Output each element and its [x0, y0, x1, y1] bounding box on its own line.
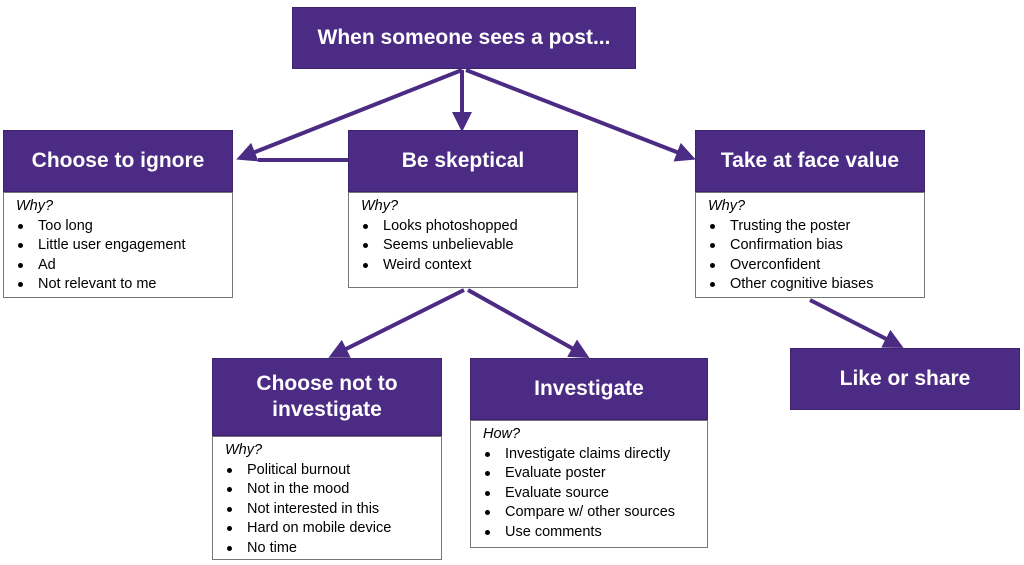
skeptical-header: Be skeptical: [348, 130, 578, 192]
root-node: When someone sees a post...: [292, 7, 636, 69]
ignore-title: Choose to ignore: [31, 149, 205, 172]
investigate-title: Investigate: [534, 377, 644, 400]
list-item: Little user engagement: [16, 236, 224, 256]
list-item: Weird context: [361, 256, 569, 276]
not-investigate-lead: Why?: [225, 442, 263, 458]
investigate-lead: How?: [483, 426, 521, 442]
face-value-lead: Why?: [708, 198, 746, 214]
list-item: Looks photoshopped: [361, 217, 569, 237]
list-item: Political burnout: [225, 461, 433, 481]
list-item: Confirmation bias: [708, 236, 916, 256]
face-value-title: Take at face value: [720, 149, 900, 172]
list-item: Investigate claims directly: [483, 445, 699, 465]
share-node: Like or share: [790, 348, 1020, 410]
not-investigate-title-line1: Choose not to: [256, 372, 398, 395]
skeptical-list: Looks photoshopped Seems unbelievable We…: [361, 217, 569, 276]
ignore-header: Choose to ignore: [3, 130, 233, 192]
investigate-body: How? Investigate claims directly Evaluat…: [470, 420, 708, 548]
not-investigate-header: Choose not to investigate: [212, 358, 442, 436]
investigate-header: Investigate: [470, 358, 708, 420]
list-item: Hard on mobile device: [225, 519, 433, 539]
face-value-list: Trusting the poster Confirmation bias Ov…: [708, 217, 916, 295]
skeptical-lead: Why?: [361, 198, 399, 214]
root-title: When someone sees a post...: [317, 26, 611, 49]
list-item: Other cognitive biases: [708, 275, 916, 295]
list-item: Not relevant to me: [16, 275, 224, 295]
ignore-list: Too long Little user engagement Ad Not r…: [16, 217, 224, 295]
list-item: Use comments: [483, 523, 699, 543]
list-item: Evaluate poster: [483, 464, 699, 484]
list-item: No time: [225, 539, 433, 559]
skeptical-title: Be skeptical: [401, 149, 525, 172]
list-item: Not in the mood: [225, 480, 433, 500]
face-value-body: Why? Trusting the poster Confirmation bi…: [695, 192, 925, 298]
share-title: Like or share: [839, 367, 971, 390]
ignore-body: Why? Too long Little user engagement Ad …: [3, 192, 233, 298]
not-investigate-list: Political burnout Not in the mood Not in…: [225, 461, 433, 559]
list-item: Overconfident: [708, 256, 916, 276]
investigate-list: Investigate claims directly Evaluate pos…: [483, 445, 699, 543]
skeptical-body: Why? Looks photoshopped Seems unbelievab…: [348, 192, 578, 288]
arrow-skeptical-to-investigate: [467, 288, 590, 358]
list-item: Too long: [16, 217, 224, 237]
arrow-skeptical-to-not-investigate: [328, 288, 465, 358]
list-item: Evaluate source: [483, 484, 699, 504]
list-item: Seems unbelievable: [361, 236, 569, 256]
not-investigate-title-line2: investigate: [272, 398, 382, 421]
list-item: Ad: [16, 256, 224, 276]
list-item: Compare w/ other sources: [483, 503, 699, 523]
face-value-header: Take at face value: [695, 130, 925, 192]
not-investigate-body: Why? Political burnout Not in the mood N…: [212, 436, 442, 560]
ignore-lead: Why?: [16, 198, 54, 214]
list-item: Not interested in this: [225, 500, 433, 520]
arrow-face-value-to-share: [809, 298, 904, 348]
list-item: Trusting the poster: [708, 217, 916, 237]
